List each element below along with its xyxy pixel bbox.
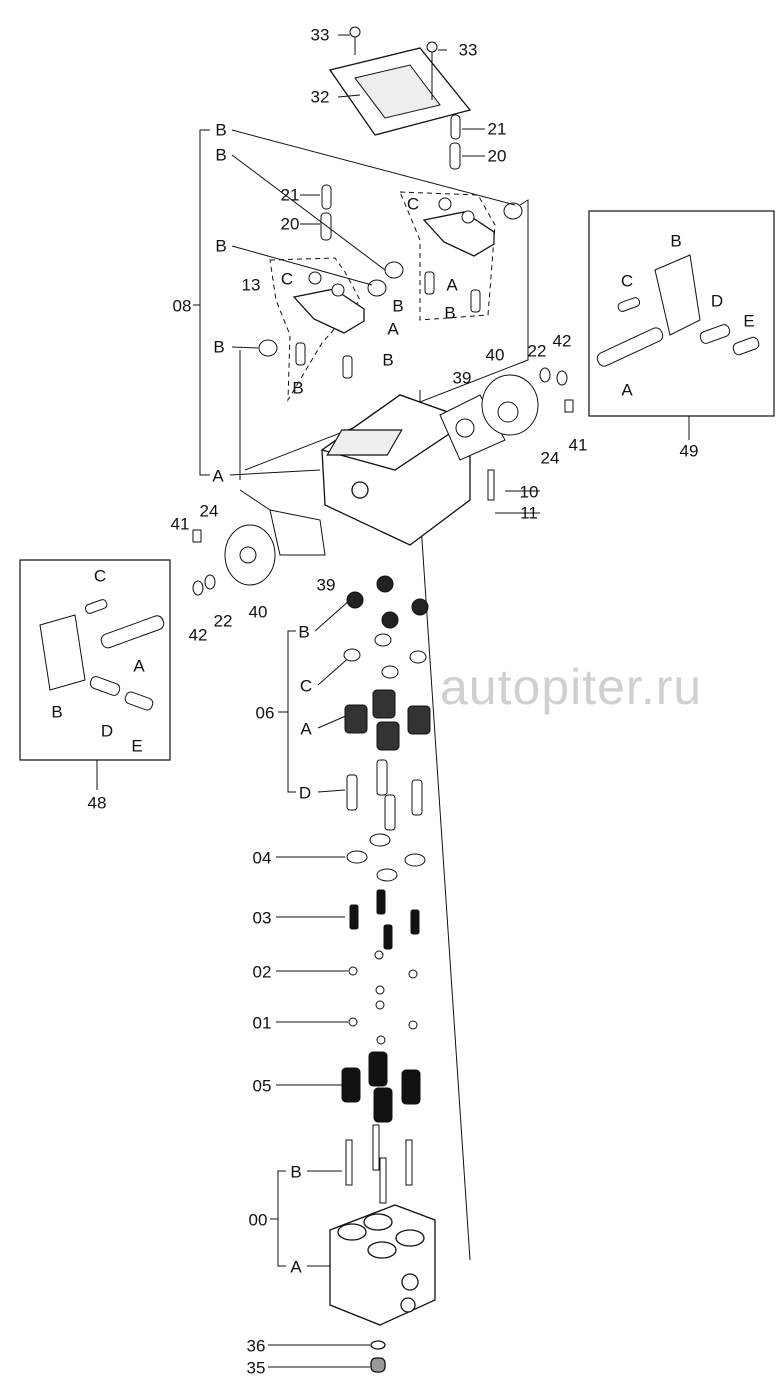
callout-08: 08 bbox=[172, 296, 192, 316]
lever-assemblies bbox=[258, 191, 523, 402]
callout-42: 42 bbox=[188, 625, 208, 645]
callout-21: 21 bbox=[280, 185, 300, 205]
callout-a: A bbox=[133, 656, 145, 676]
callout-e: E bbox=[743, 311, 755, 331]
callout-d: D bbox=[100, 721, 114, 741]
callout-22: 22 bbox=[213, 611, 233, 631]
callout-c: C bbox=[299, 676, 313, 696]
callout-c: C bbox=[620, 271, 634, 291]
callout-11: 11 bbox=[520, 503, 538, 523]
callout-c: C bbox=[93, 566, 107, 586]
callout-21: 21 bbox=[487, 119, 507, 139]
spool-stack bbox=[341, 575, 431, 1204]
callout-04: 04 bbox=[252, 848, 272, 868]
callout-b: B bbox=[215, 145, 227, 165]
callout-a: A bbox=[621, 380, 633, 400]
pins bbox=[320, 114, 461, 241]
callout-a: A bbox=[387, 319, 399, 339]
cover-plate bbox=[328, 26, 472, 136]
callout-d: D bbox=[710, 291, 724, 311]
detail-boxes bbox=[19, 210, 775, 790]
callout-b: B bbox=[392, 296, 404, 316]
watermark: autopiter.ru bbox=[440, 659, 703, 715]
callout-b: B bbox=[290, 1162, 302, 1182]
callout-13: 13 bbox=[241, 275, 261, 295]
callout-b: B bbox=[292, 378, 304, 398]
callout-02: 02 bbox=[252, 962, 272, 982]
callout-b: B bbox=[444, 303, 456, 323]
callout-a: A bbox=[212, 466, 224, 486]
callout-b: B bbox=[215, 236, 227, 256]
callout-32: 32 bbox=[310, 87, 330, 107]
callout-22: 22 bbox=[527, 341, 547, 361]
callout-e: E bbox=[131, 736, 143, 756]
callout-06: 06 bbox=[255, 703, 275, 723]
callout-01: 01 bbox=[252, 1013, 272, 1033]
callout-b: B bbox=[215, 120, 227, 140]
callout-a: A bbox=[446, 275, 458, 295]
callout-49: 49 bbox=[679, 441, 699, 461]
side-plates bbox=[192, 367, 574, 596]
callout-39: 39 bbox=[316, 575, 336, 595]
callout-24: 24 bbox=[540, 448, 560, 468]
callout-b: B bbox=[670, 231, 682, 251]
callout-b: B bbox=[51, 702, 63, 722]
callout-c: C bbox=[406, 194, 420, 214]
callout-c: C bbox=[280, 269, 294, 289]
callout-39: 39 bbox=[452, 368, 472, 388]
valve-body bbox=[329, 1204, 436, 1373]
callout-10: 10 bbox=[519, 482, 539, 502]
callout-20: 20 bbox=[280, 214, 300, 234]
callout-a: A bbox=[300, 719, 312, 739]
callout-41: 41 bbox=[568, 435, 588, 455]
callout-33: 33 bbox=[458, 40, 478, 60]
callout-48: 48 bbox=[87, 793, 107, 813]
callout-41: 41 bbox=[170, 514, 190, 534]
callout-05: 05 bbox=[252, 1076, 272, 1096]
callout-d: D bbox=[298, 783, 312, 803]
callout-a: A bbox=[290, 1257, 302, 1277]
callout-42: 42 bbox=[552, 331, 572, 351]
callout-33: 33 bbox=[310, 25, 330, 45]
callout-b: B bbox=[382, 350, 394, 370]
callout-40: 40 bbox=[248, 602, 268, 622]
callout-00: 00 bbox=[248, 1210, 268, 1230]
valve-housing bbox=[320, 394, 472, 546]
callout-03: 03 bbox=[252, 908, 272, 928]
callout-35: 35 bbox=[246, 1358, 266, 1378]
callout-36: 36 bbox=[246, 1336, 266, 1356]
callout-24: 24 bbox=[199, 501, 219, 521]
callout-b: B bbox=[213, 337, 225, 357]
callout-20: 20 bbox=[487, 146, 507, 166]
callout-40: 40 bbox=[485, 345, 505, 365]
callout-b: B bbox=[298, 622, 310, 642]
